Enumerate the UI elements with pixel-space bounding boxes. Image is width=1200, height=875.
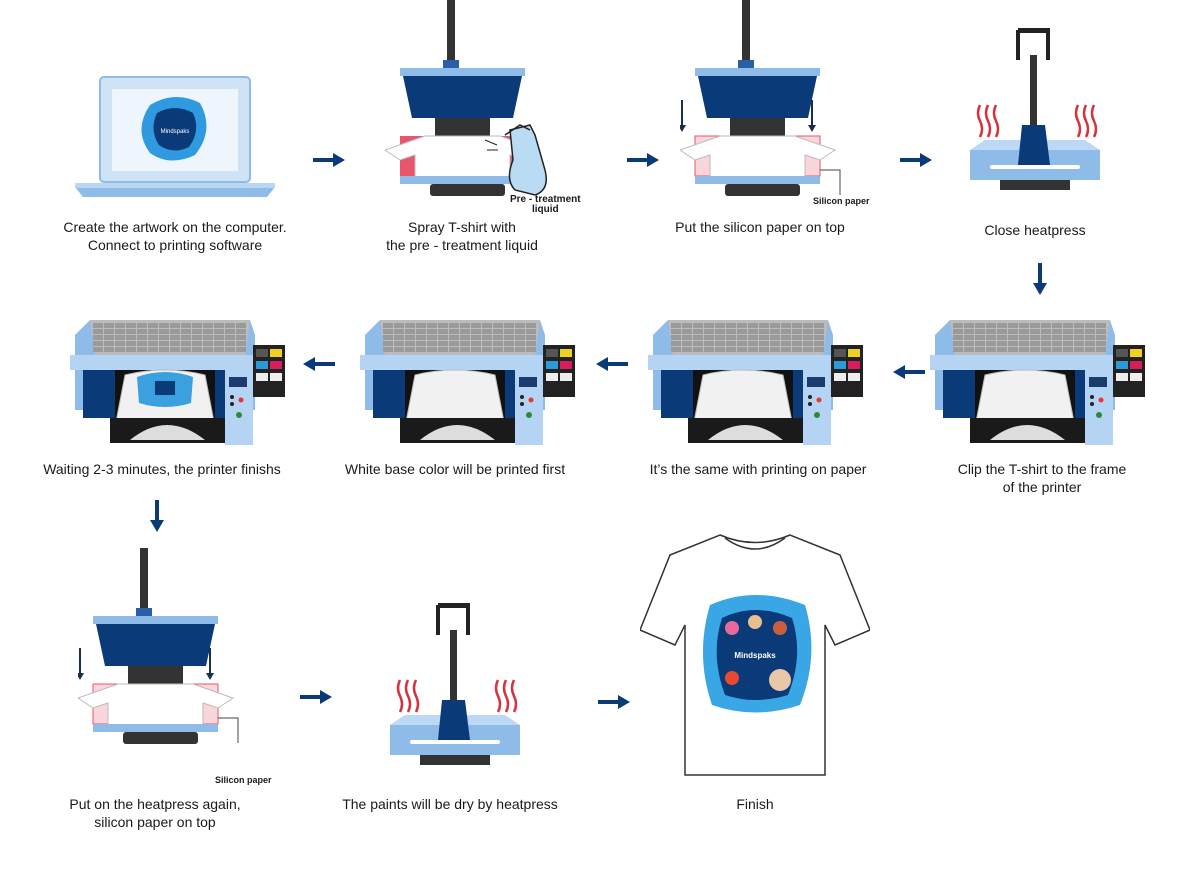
heatpress-closed-icon [960,25,1130,205]
arrow-left-icon [893,365,925,379]
heatpress-silicon-icon [76,548,278,768]
heatpress-spray-icon [383,0,585,220]
caption-line: The paints will be dry by heatpress [342,796,558,812]
arrow-right-icon [598,695,630,709]
step-caption: Create the artwork on the computer. Conne… [63,218,286,254]
caption-line: Close heatpress [984,222,1086,238]
caption-line: the pre - treatment liquid [386,237,538,253]
caption-line: of the printer [1002,479,1082,495]
caption-line: Put on the heatpress again, [69,796,241,812]
step-caption: White base color will be printed first [345,460,565,478]
arrow-down-icon [1033,263,1047,295]
step-caption: Put on the heatpress again, silicon paper… [69,795,240,831]
step-caption: The paints will be dry by heatpress [342,795,558,813]
caption-line: Waiting 2-3 minutes, the printer finishs [43,461,281,477]
printer-icon [345,315,575,455]
step-caption: Put the silicon paper on top [675,218,845,236]
step-caption: It’s the same with printing on paper [650,460,867,478]
callout-line: Silicon paper [215,775,272,785]
callout-label: Silicon paper [215,775,272,785]
arrow-left-icon [303,357,335,371]
callout-label: Silicon paper [813,196,870,206]
arrow-right-icon [300,690,332,704]
caption-line: Connect to printing software [87,237,263,253]
callout-line: liquid [531,204,559,215]
caption-line: Put the silicon paper on top [675,219,845,235]
printer-icon [633,315,863,455]
step-caption: Finish [736,795,773,813]
tshirt-icon: Mindspaks [639,530,871,785]
laptop-icon: Mindspaks [75,75,275,205]
heatpress-closed-icon [380,600,550,780]
caption-line: Create the artwork on the computer. [63,219,287,235]
arrow-down-icon [150,500,164,532]
arrow-right-icon [313,153,345,167]
arrow-left-icon [596,357,628,371]
callout-line: Pre - treatment [510,194,581,205]
printer-icon [915,315,1145,455]
step-caption: Waiting 2-3 minutes, the printer finishs [43,460,281,478]
printer-printed-icon [55,315,285,455]
svg-text:Mindspaks: Mindspaks [161,129,190,135]
heatpress-silicon-icon [678,0,880,220]
caption-line: White base color will be printed first [344,461,566,477]
caption-line: It’s the same with printing on paper [649,461,867,477]
step-caption: Close heatpress [984,221,1085,239]
step-caption: Spray T-shirt with the pre - treatment li… [386,218,538,254]
arrow-right-icon [900,153,932,167]
caption-line: Spray T-shirt with [408,219,516,235]
caption-line: silicon paper on top [94,814,216,830]
caption-line: Clip the T-shirt to the frame [957,461,1127,477]
callout-line: Silicon paper [813,196,870,206]
caption-line: Finish [736,796,774,812]
svg-text:Mindspaks: Mindspaks [734,651,776,660]
step-caption: Clip the T-shirt to the frame of the prin… [958,460,1127,496]
arrow-right-icon [627,153,659,167]
